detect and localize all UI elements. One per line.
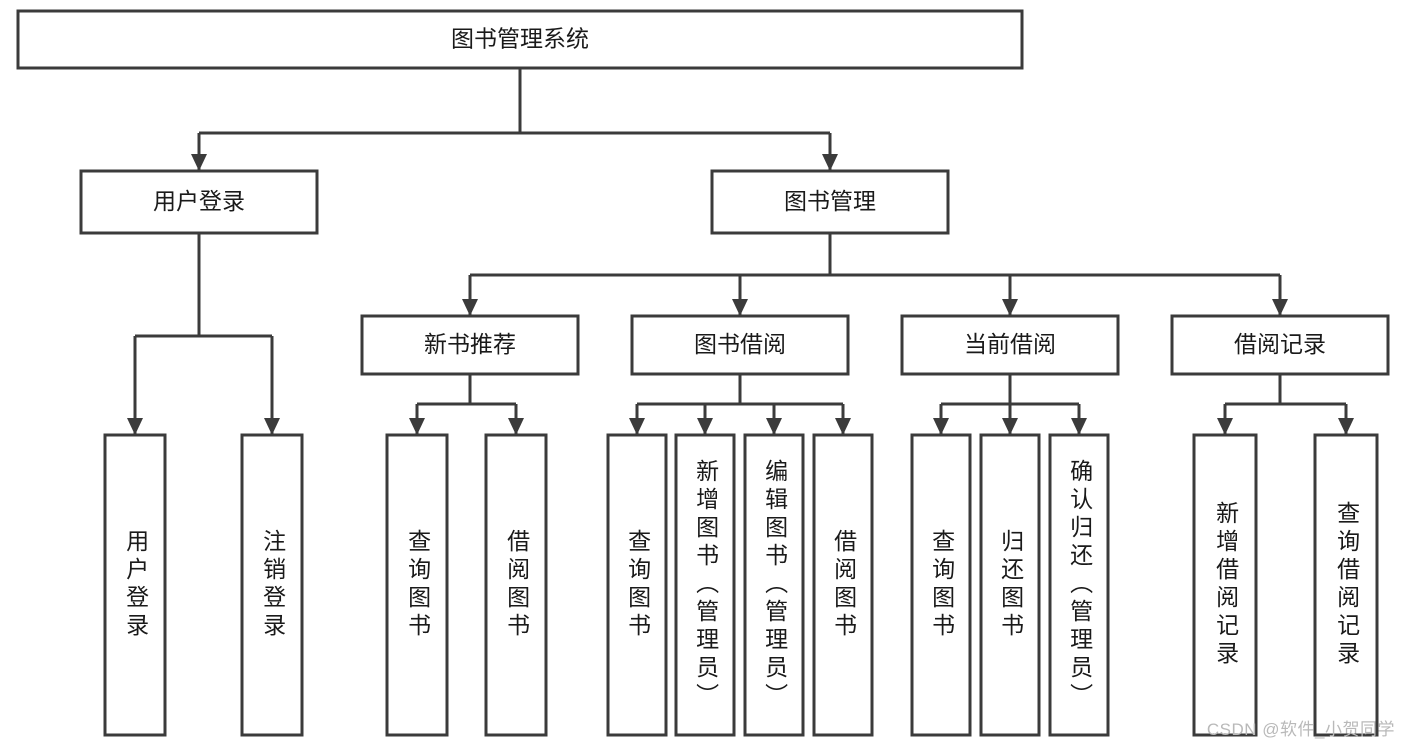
arrow-head-icon	[732, 299, 748, 316]
node-leaf-return-book-box[interactable]	[979, 433, 1041, 737]
arrow-head-icon	[264, 418, 280, 435]
arrow-head-icon	[191, 154, 207, 171]
node-leaf-borrow-book-recommend-box[interactable]	[484, 433, 548, 737]
node-leaf-user-login[interactable]	[103, 433, 167, 737]
node-root-root[interactable]: 图书管理系统	[16, 9, 1024, 70]
arrow-head-icon	[1217, 418, 1233, 435]
node-leaf-return-book[interactable]	[979, 433, 1041, 737]
node-new-book-recommend-box[interactable]	[360, 314, 580, 376]
node-current-borrow-label: 当前借阅	[964, 331, 1056, 357]
arrow-head-icon	[409, 418, 425, 435]
node-book-management-label: 图书管理	[784, 188, 876, 214]
arrow-head-icon	[933, 418, 949, 435]
node-leaf-query-book-borrow-box[interactable]	[606, 433, 668, 737]
node-root-root-box[interactable]	[16, 9, 1024, 70]
node-leaf-query-book-borrow[interactable]	[606, 433, 668, 737]
node-borrow-record-box[interactable]	[1170, 314, 1390, 376]
node-leaf-logout-login[interactable]	[240, 433, 304, 737]
node-book-borrow[interactable]: 图书借阅	[630, 314, 850, 376]
node-leaf-query-book-recommend-box[interactable]	[385, 433, 449, 737]
node-leaf-borrow-book-box[interactable]	[812, 433, 874, 737]
connectors-layer	[127, 68, 1354, 435]
node-user-login-box[interactable]	[79, 169, 319, 235]
node-leaf-add-borrow-record[interactable]	[1192, 433, 1258, 737]
node-borrow-record[interactable]: 借阅记录	[1170, 314, 1390, 376]
arrow-head-icon	[766, 418, 782, 435]
arrow-head-icon	[822, 154, 838, 171]
arrow-head-icon	[697, 418, 713, 435]
node-leaf-edit-book-admin-box[interactable]	[743, 433, 805, 737]
node-leaf-query-book-recommend[interactable]	[385, 433, 449, 737]
arrow-head-icon	[462, 299, 478, 316]
node-leaf-logout-login-box[interactable]	[240, 433, 304, 737]
arrow-head-icon	[1338, 418, 1354, 435]
node-leaf-confirm-return-admin-box[interactable]	[1048, 433, 1110, 737]
node-leaf-query-book-current-box[interactable]	[910, 433, 972, 737]
node-leaf-borrow-book-recommend[interactable]	[484, 433, 548, 737]
watermark-text: CSDN @软件_小贺同学	[1206, 720, 1395, 739]
arrow-head-icon	[1071, 418, 1087, 435]
node-book-borrow-label: 图书借阅	[694, 331, 786, 357]
arrow-head-icon	[629, 418, 645, 435]
node-book-borrow-box[interactable]	[630, 314, 850, 376]
arrow-head-icon	[127, 418, 143, 435]
node-book-management[interactable]: 图书管理	[710, 169, 950, 235]
node-user-login[interactable]: 用户登录	[79, 169, 319, 235]
node-leaf-confirm-return-admin[interactable]	[1048, 433, 1110, 737]
arrow-head-icon	[835, 418, 851, 435]
node-leaf-add-book-admin-box[interactable]	[674, 433, 736, 737]
node-leaf-add-book-admin[interactable]	[674, 433, 736, 737]
node-new-book-recommend[interactable]: 新书推荐	[360, 314, 580, 376]
arrow-head-icon	[1002, 418, 1018, 435]
node-leaf-query-book-current[interactable]	[910, 433, 972, 737]
node-leaf-query-borrow-record[interactable]	[1313, 433, 1379, 737]
node-borrow-record-label: 借阅记录	[1234, 331, 1326, 357]
node-leaf-borrow-book[interactable]	[812, 433, 874, 737]
node-new-book-recommend-label: 新书推荐	[424, 331, 516, 357]
arrow-head-icon	[1272, 299, 1288, 316]
node-leaf-user-login-box[interactable]	[103, 433, 167, 737]
arrow-head-icon	[508, 418, 524, 435]
arrow-head-icon	[1002, 299, 1018, 316]
node-current-borrow[interactable]: 当前借阅	[900, 314, 1120, 376]
node-current-borrow-box[interactable]	[900, 314, 1120, 376]
node-user-login-label: 用户登录	[153, 188, 245, 214]
node-book-management-box[interactable]	[710, 169, 950, 235]
node-leaf-query-borrow-record-box[interactable]	[1313, 433, 1379, 737]
node-leaf-add-borrow-record-box[interactable]	[1192, 433, 1258, 737]
node-leaf-edit-book-admin[interactable]	[743, 433, 805, 737]
node-root-root-label: 图书管理系统	[451, 26, 589, 52]
